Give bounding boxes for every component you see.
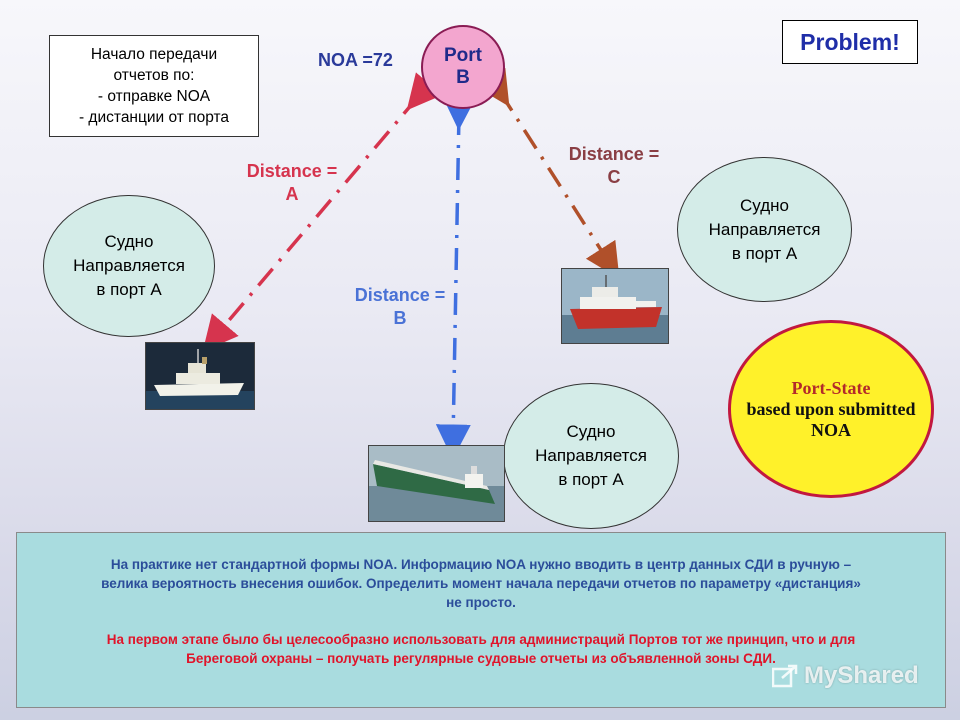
port-state-line3: NOA bbox=[811, 419, 851, 440]
report-start-line2: отчетов по: bbox=[113, 67, 195, 84]
vessel-left-line1: Судно bbox=[104, 232, 154, 251]
distance-a-line2: A bbox=[285, 184, 299, 204]
port-state-circle: Port-State based upon submitted NOA bbox=[728, 320, 934, 498]
vessel-right-line3: в порт А bbox=[731, 243, 798, 263]
ship-image-right bbox=[561, 268, 669, 344]
info-p2-line2: Береговой охраны – получать регулярные с… bbox=[186, 651, 776, 666]
vessel-right-line1: Судно bbox=[740, 195, 789, 215]
port-b-circle: Port B bbox=[421, 25, 505, 109]
info-paragraph-2: На первом этапе было бы целесообразно ис… bbox=[17, 630, 945, 668]
info-p2-line1: На первом этапе было бы целесообразно ис… bbox=[106, 632, 856, 647]
report-start-line4: - дистанции от порта bbox=[78, 109, 230, 126]
info-p1-line2: велика вероятность внесения ошибок. Опре… bbox=[101, 576, 861, 591]
distance-b-line1: Distance = bbox=[354, 285, 446, 305]
report-start-line3: - отправке NOA bbox=[97, 88, 211, 105]
report-start-line1: Начало передачи bbox=[90, 46, 218, 63]
ship-image-bottom bbox=[368, 445, 505, 522]
info-p1-line3: не просто. bbox=[446, 595, 516, 610]
distance-b-label: Distance = B bbox=[342, 284, 458, 330]
share-icon bbox=[772, 664, 798, 688]
ship-image-left bbox=[145, 342, 255, 410]
distance-c-line2: C bbox=[607, 167, 621, 187]
distance-a-label: Distance = A bbox=[234, 160, 350, 206]
port-b-line1: Port bbox=[444, 45, 482, 66]
info-p1-line1: На практике нет стандартной формы NOA. И… bbox=[110, 557, 852, 572]
vessel-bottom-line1: Судно bbox=[566, 422, 616, 441]
watermark-text: MyShared bbox=[804, 662, 919, 689]
port-state-line1: Port-State bbox=[791, 377, 871, 398]
port-state-line2: based upon submitted bbox=[746, 398, 916, 419]
vessel-bottom-line2: Направляется bbox=[535, 446, 647, 465]
distance-a-line1: Distance = bbox=[246, 161, 338, 181]
vessel-bottom-line3: в порт А bbox=[558, 470, 624, 489]
vessel-left-line2: Направляется bbox=[73, 256, 185, 275]
distance-c-line1: Distance = bbox=[568, 144, 660, 164]
distance-c-label: Distance = C bbox=[556, 143, 672, 189]
problem-label: Problem! bbox=[782, 20, 918, 64]
vessel-oval-left: Судно Направляется в порт А bbox=[43, 195, 215, 337]
distance-b-line2: B bbox=[393, 308, 407, 328]
watermark: MyShared bbox=[772, 662, 919, 690]
vessel-oval-right: Судно Направляется в порт А bbox=[677, 157, 852, 302]
info-paragraph-1: На практике нет стандартной формы NOA. И… bbox=[17, 555, 945, 612]
noa-label: NOA =72 bbox=[318, 50, 393, 70]
arrow-distance-a bbox=[202, 72, 443, 352]
arrow-distance-c bbox=[475, 67, 620, 279]
report-start-box: Начало передачи отчетов по: - отправке N… bbox=[49, 35, 259, 137]
vessel-left-line3: в порт А bbox=[96, 280, 162, 299]
vessel-oval-bottom: Судно Направляется в порт А bbox=[503, 383, 679, 529]
vessel-right-line2: Направляется bbox=[708, 219, 821, 239]
arrow-distance-b bbox=[435, 95, 477, 460]
port-b-line2: B bbox=[456, 67, 470, 88]
